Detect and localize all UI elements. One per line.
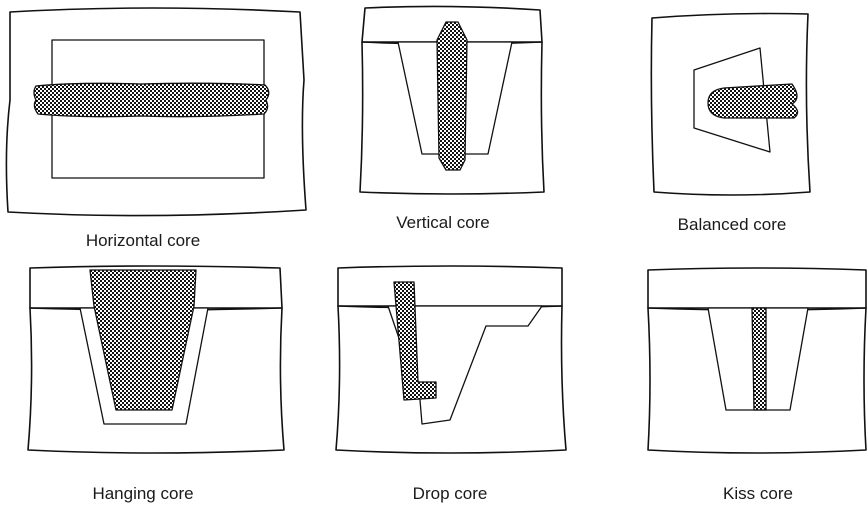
panel-hanging-core: Hanging core <box>28 266 284 503</box>
caption-drop-core: Drop core <box>413 484 488 503</box>
kiss-core <box>752 308 766 410</box>
caption-balanced-core: Balanced core <box>678 215 787 234</box>
caption-horizontal-core: Horizontal core <box>86 231 200 250</box>
panel-drop-core: Drop core <box>336 266 566 503</box>
panel-kiss-core: Kiss core <box>648 268 866 503</box>
horizontal-core <box>34 83 269 116</box>
balanced-core <box>708 84 798 118</box>
panel-horizontal-core: Horizontal core <box>6 8 306 250</box>
caption-vertical-core: Vertical core <box>396 213 490 232</box>
panel-balanced-core: Balanced core <box>651 14 810 235</box>
panel-vertical-core: Vertical core <box>360 6 544 232</box>
vertical-core <box>437 22 467 170</box>
kiss-cope-sand <box>648 268 866 310</box>
caption-hanging-core: Hanging core <box>92 484 193 503</box>
drop-cope-sand <box>338 266 562 308</box>
caption-kiss-core: Kiss core <box>723 484 793 503</box>
